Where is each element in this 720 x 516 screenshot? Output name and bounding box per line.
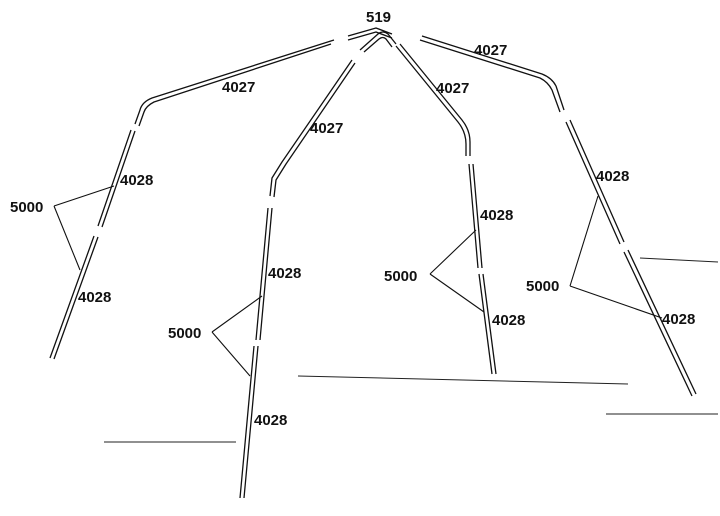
upper-bow-center-right (395, 43, 471, 156)
upper-bow-center-left (269, 59, 356, 198)
label-upper-bow-center-left: 4027 (310, 120, 343, 137)
label-leg-center-right-upper: 4028 (480, 207, 513, 224)
label-upper-bow-center-right: 4027 (436, 80, 469, 97)
leg-tube-far-left-lower (49, 235, 99, 360)
label-fitting-far-right: 5000 (526, 278, 559, 295)
upper-bow-far-left (134, 39, 335, 127)
label-top-connector: 519 (366, 9, 391, 26)
leg-tube-center-right-upper (468, 163, 483, 269)
rule-lines (104, 257, 719, 443)
leg-tube-center-right-lower (478, 273, 497, 375)
leader-lines (53, 185, 663, 377)
leg-tube-far-left-upper (97, 129, 136, 228)
leg-tube-far-right-upper (565, 119, 625, 245)
label-leg-far-right-upper: 4028 (596, 168, 629, 185)
upper-bow-far-right (419, 35, 565, 113)
label-fitting-center-right: 5000 (384, 268, 417, 285)
label-upper-bow-far-right: 4027 (474, 42, 507, 59)
label-leg-far-left-lower: 4028 (78, 289, 111, 306)
label-fitting-center-left: 5000 (168, 325, 201, 342)
label-leg-far-left-upper: 4028 (120, 172, 153, 189)
top-connector-519 (347, 27, 397, 53)
leg-tube-far-right-lower (623, 249, 697, 397)
label-leg-center-right-lower: 4028 (492, 312, 525, 329)
label-upper-bow-far-left: 4027 (222, 79, 255, 96)
label-fitting-far-left: 5000 (10, 199, 43, 216)
label-leg-far-right-lower: 4028 (662, 311, 695, 328)
label-leg-center-left-lower: 4028 (254, 412, 287, 429)
leg-tube-center-left-upper (255, 207, 273, 341)
label-leg-center-left-upper: 4028 (268, 265, 301, 282)
leg-tube-center-left-lower (239, 345, 259, 499)
